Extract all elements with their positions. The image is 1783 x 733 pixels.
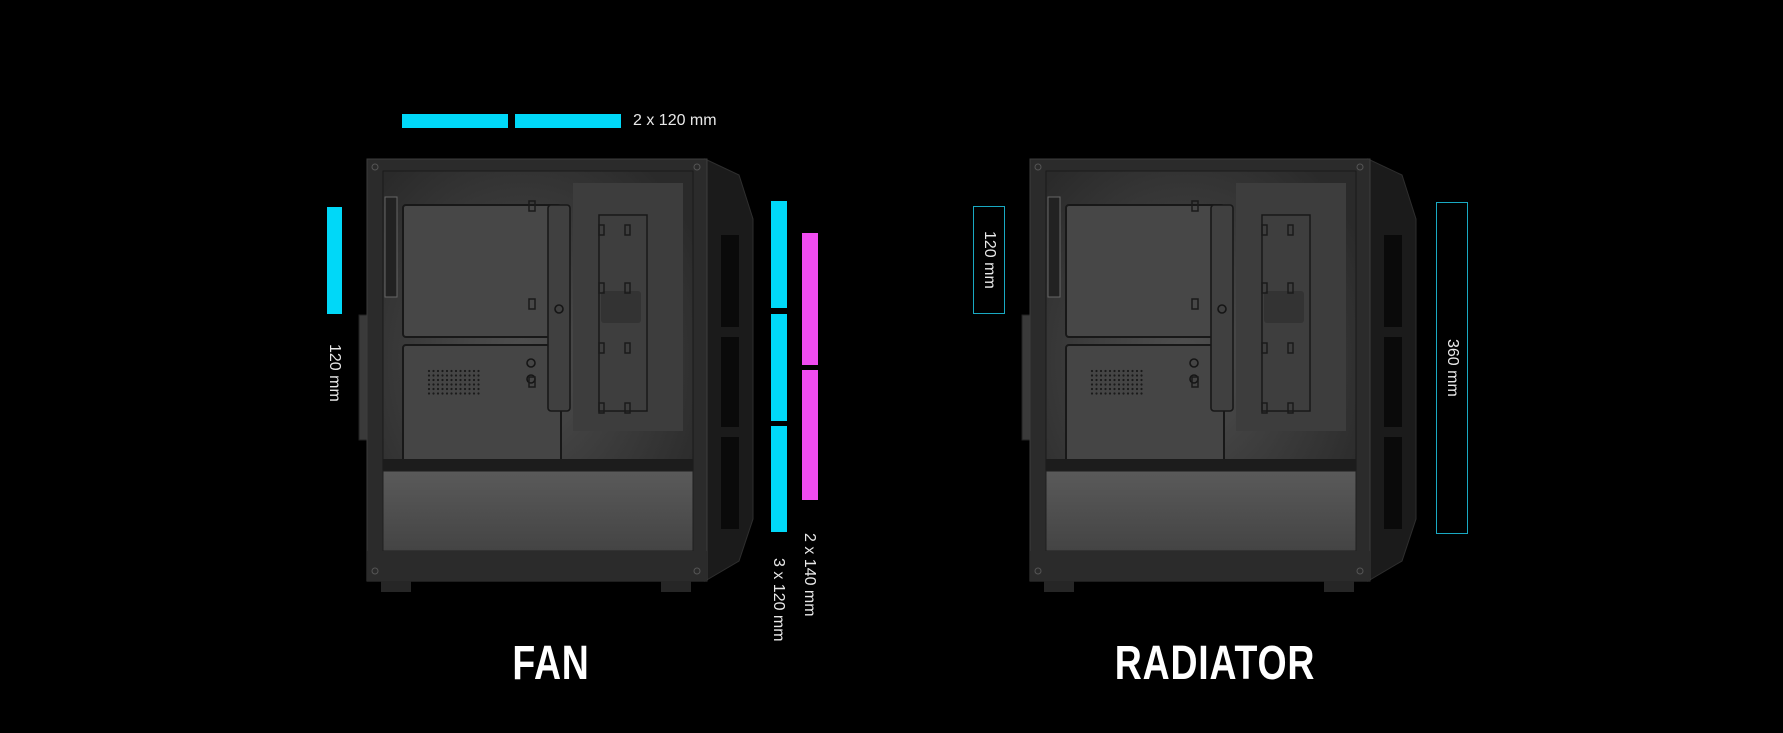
cable-grommet-bar xyxy=(547,204,571,412)
radiator-title: RADIATOR xyxy=(1114,637,1316,690)
front-radiator-slot: 360 mm xyxy=(1436,202,1468,534)
motherboard-cutout xyxy=(1065,204,1225,338)
case-foot-right xyxy=(661,581,691,592)
front-fan-120-slot-1 xyxy=(771,201,787,308)
case-foot-left xyxy=(1044,581,1074,592)
top-fan-slot-1 xyxy=(402,114,508,128)
case-foot-right xyxy=(1324,581,1354,592)
top-fan-slot-2 xyxy=(515,114,621,128)
top-fan-label: 2 x 120 mm xyxy=(633,112,717,129)
psu-shroud xyxy=(1045,470,1357,552)
pc-case-side-view xyxy=(1021,158,1417,592)
pc-case-side-view xyxy=(358,158,754,592)
front-fan-140-slot-1 xyxy=(802,233,818,365)
front-fan-120-slot-2 xyxy=(771,314,787,421)
rear-radiator-label: 120 mm xyxy=(981,231,998,289)
rear-radiator-slot: 120 mm xyxy=(973,206,1005,314)
cable-grommet-bar xyxy=(1210,204,1234,412)
cpu-backplate-panel xyxy=(402,344,562,470)
front-fan-120-label: 3 x 120 mm xyxy=(770,558,787,642)
rear-fan xyxy=(384,196,398,298)
front-radiator-label: 360 mm xyxy=(1444,339,1461,397)
rear-fan xyxy=(1047,196,1061,298)
fan-title: FAN xyxy=(512,637,590,690)
front-fan-140-slot-2 xyxy=(802,370,818,500)
rear-fan-slot xyxy=(327,207,342,314)
rear-fan-label: 120 mm xyxy=(326,344,343,402)
front-fan-120-slot-3 xyxy=(771,426,787,532)
case-foot-left xyxy=(381,581,411,592)
psu-shroud xyxy=(382,470,694,552)
front-fan-140-label: 2 x 140 mm xyxy=(801,533,818,617)
motherboard-cutout xyxy=(402,204,562,338)
cpu-backplate-panel xyxy=(1065,344,1225,470)
